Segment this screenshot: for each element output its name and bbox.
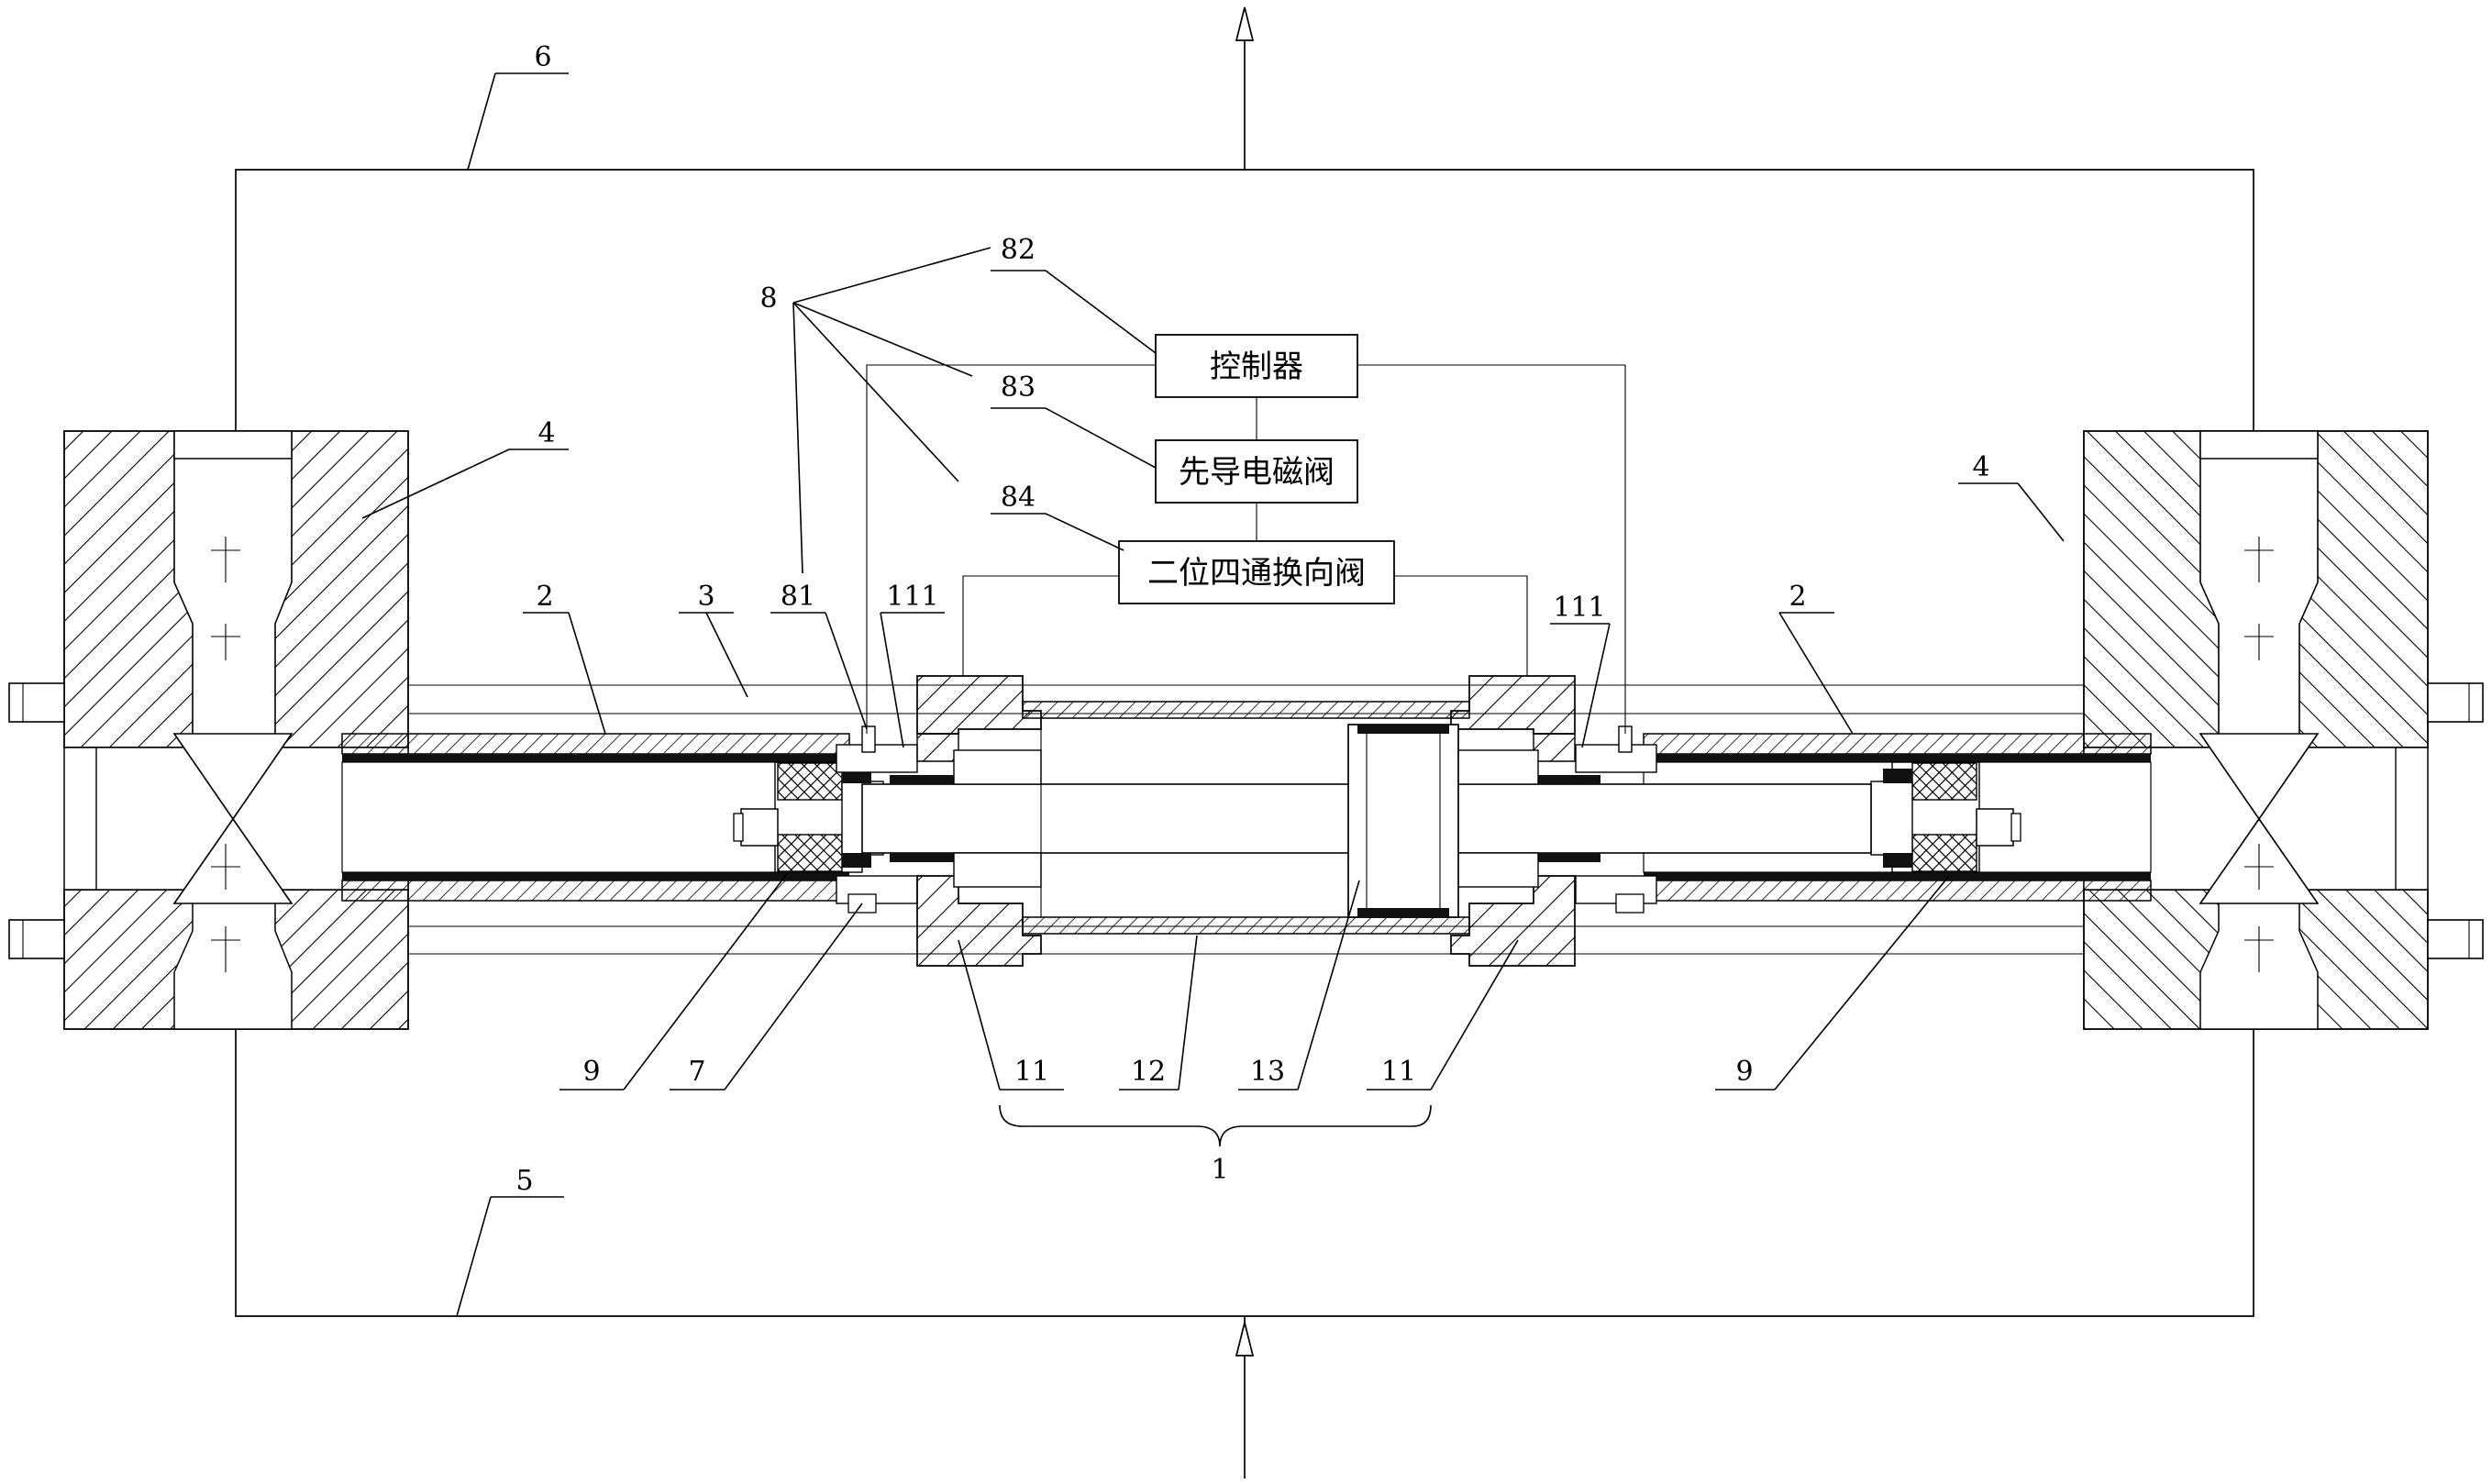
label-3: 3: [697, 581, 714, 613]
label-2-right: 2: [1789, 581, 1806, 613]
label-1: 1: [1211, 1154, 1228, 1186]
label-7: 7: [688, 1056, 705, 1088]
label-83: 83: [1001, 371, 1036, 404]
pilot-valve-box: 先导电磁阀: [1155, 439, 1358, 504]
label-6: 6: [534, 41, 551, 73]
label-111-left: 111: [886, 581, 938, 613]
top-flow-arrow-icon: [1235, 6, 1255, 170]
reversing-valve-label: 二位四通换向阀: [1147, 555, 1366, 592]
controller-box: 控制器: [1155, 334, 1358, 398]
label-84: 84: [1001, 482, 1036, 514]
label-9-right: 9: [1735, 1056, 1753, 1088]
control-wiring: [866, 364, 1626, 734]
label-13: 13: [1250, 1056, 1285, 1088]
label-4-left: 4: [537, 417, 555, 449]
right-sensor-seat: [1536, 725, 1657, 914]
reversing-valve-box: 二位四通换向阀: [1118, 540, 1395, 604]
label-12: 12: [1131, 1056, 1166, 1088]
part-labels: 6 5 4 4 2 2 3 81 111 111 8 82 83 84 9 7 …: [515, 41, 1989, 1197]
label-82: 82: [1001, 234, 1036, 266]
label-81: 81: [781, 581, 815, 613]
label-8: 8: [759, 282, 777, 315]
label-9-left: 9: [582, 1056, 600, 1088]
label-11-right: 11: [1381, 1056, 1416, 1088]
bottom-flow-arrow-icon: [1235, 1316, 1255, 1478]
controller-label: 控制器: [1210, 349, 1303, 385]
left-end-block: [8, 430, 409, 1030]
label-4-right: 4: [1972, 451, 1989, 483]
central-cylinder: [916, 675, 1576, 967]
label-111-right: 111: [1553, 592, 1605, 624]
label-5: 5: [515, 1165, 533, 1197]
label-11-left: 11: [1014, 1056, 1049, 1088]
right-end-block: [2083, 430, 2484, 1030]
label-2-left: 2: [536, 581, 553, 613]
right-piston: [1870, 761, 2021, 873]
leader-lines: [361, 72, 2065, 1317]
pilot-valve-label: 先导电磁阀: [1179, 454, 1335, 491]
